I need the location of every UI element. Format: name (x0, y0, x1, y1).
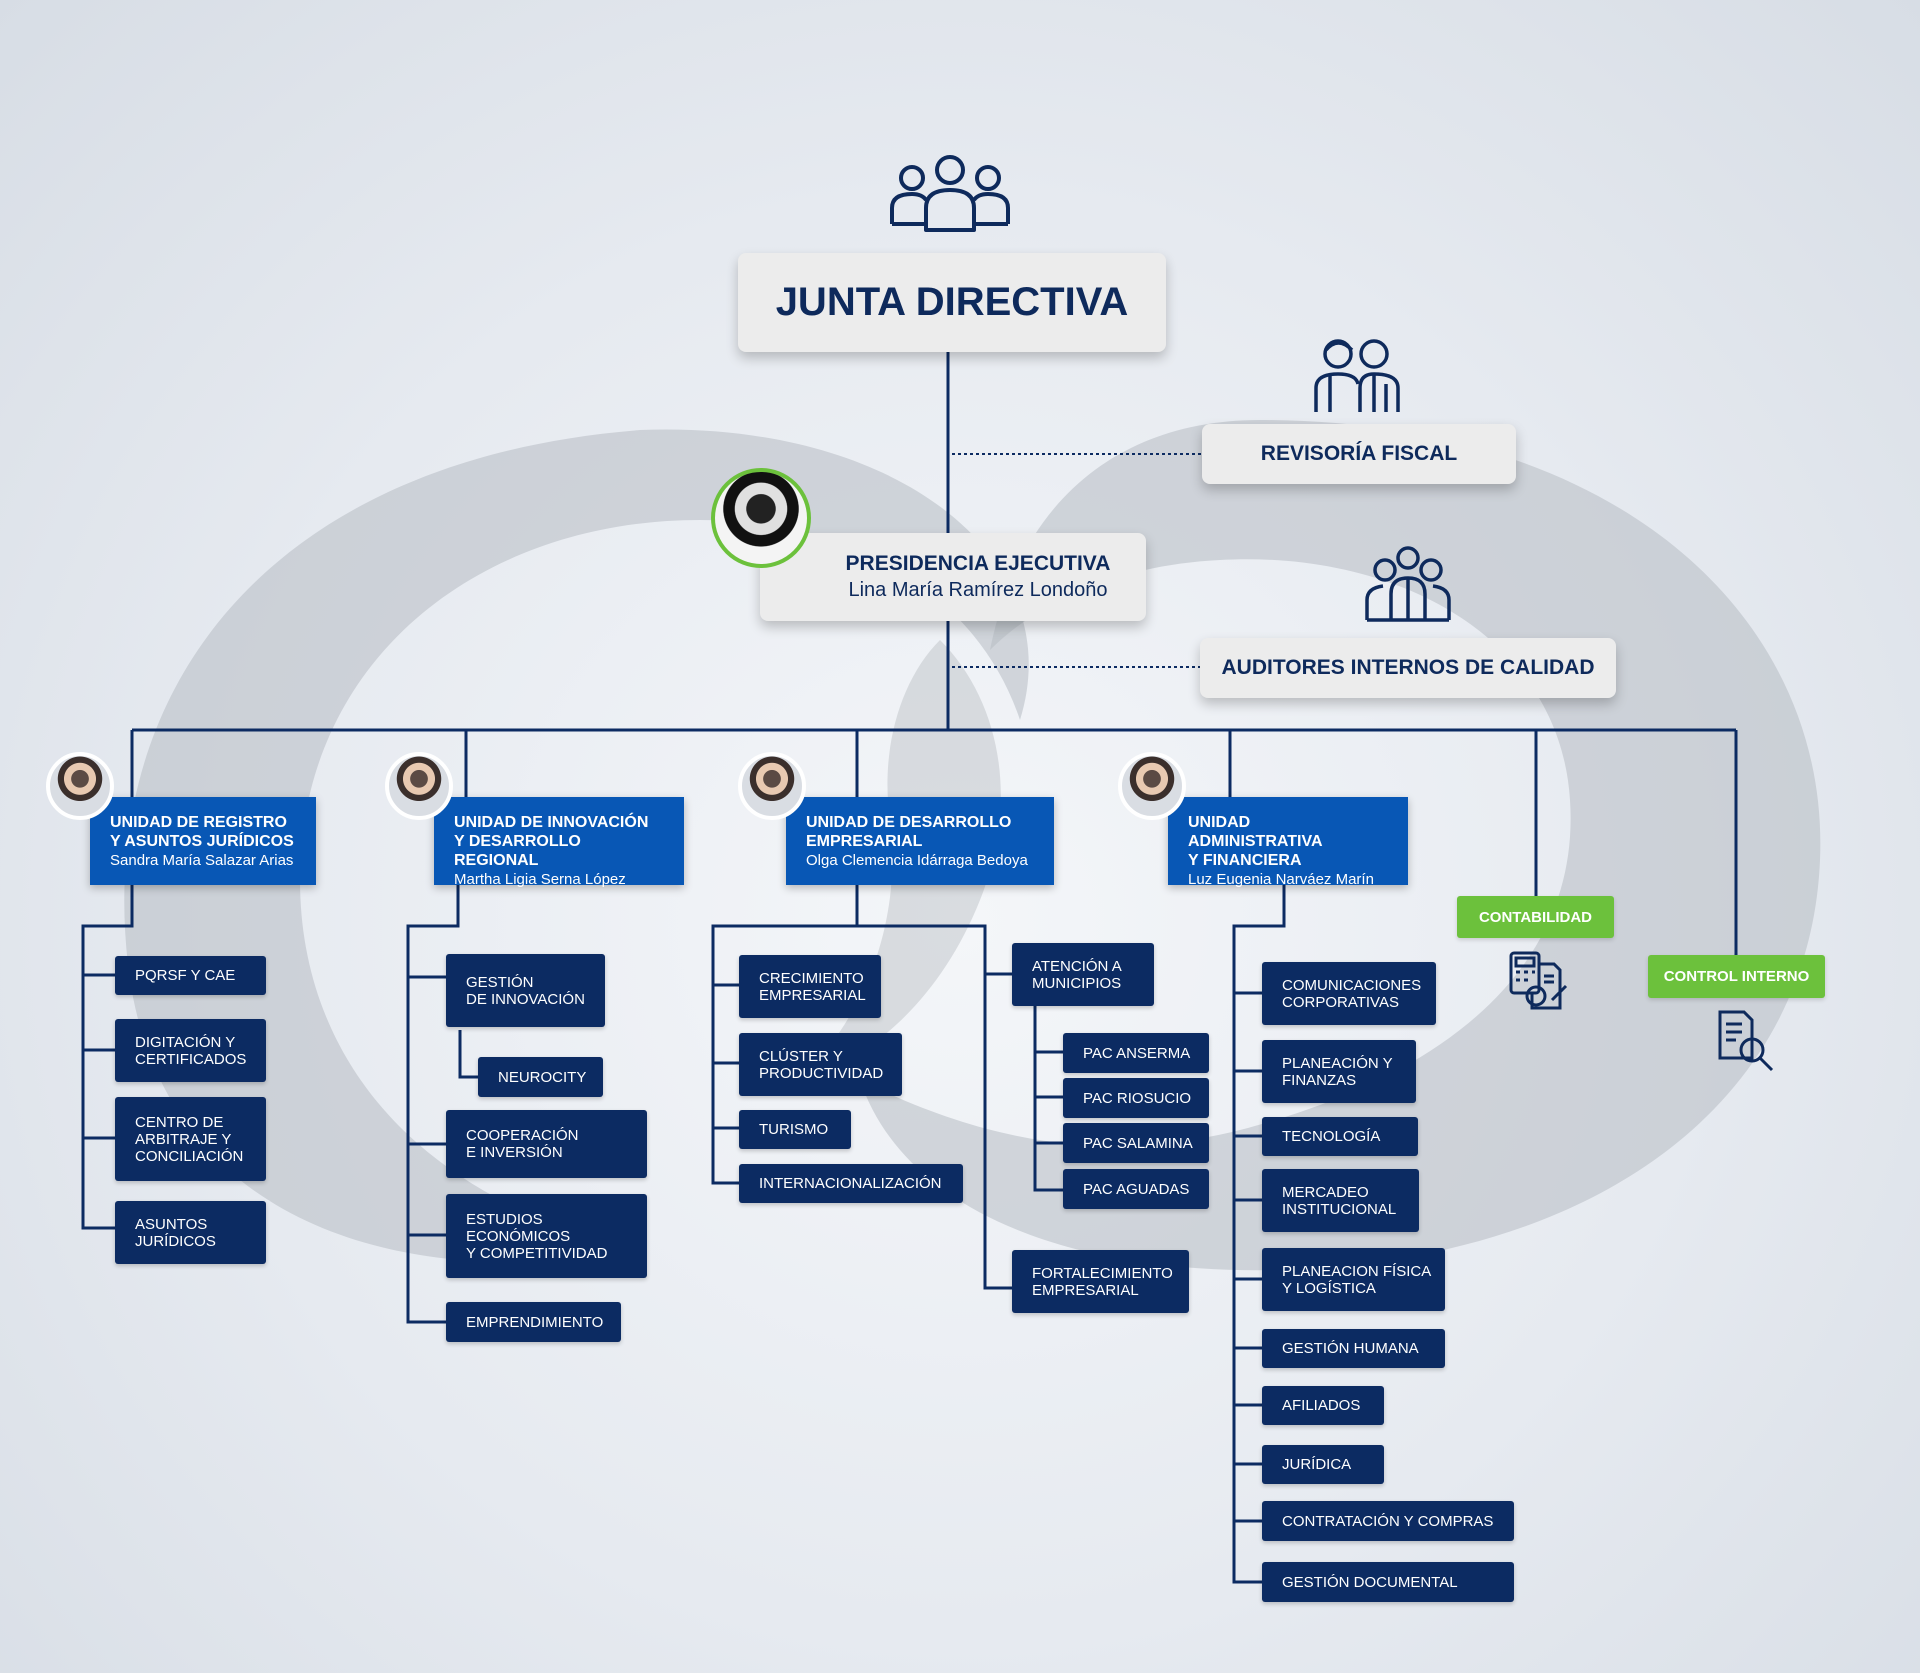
control-interno-box: CONTROL INTERNO (1648, 955, 1825, 998)
admin-item: AFILIADOS (1262, 1386, 1384, 1425)
desarrollo-item: FORTALECIMIENTO EMPRESARIAL (1012, 1250, 1189, 1313)
director-photo (385, 752, 453, 820)
unit-innovacion: Unidad de Innovación Y Desarrollo Region… (434, 797, 684, 888)
unit-title: Unidad de Registro Y Asuntos Jurídicos (110, 814, 294, 850)
admin-item: GESTIÓN HUMANA (1262, 1329, 1445, 1368)
unit-director: Sandra María Salazar Arias (110, 852, 294, 869)
presidencia-title: PRESIDENCIA EJECUTIVA (845, 552, 1111, 575)
contabilidad-label: CONTABILIDAD (1478, 908, 1593, 926)
unit-director: Luz Eugenia Narváez Marín (1188, 871, 1374, 888)
auditores-box: AUDITORES INTERNOS DE CALIDAD (1200, 638, 1616, 698)
registro-item: ASUNTOS JURÍDICOS (115, 1201, 266, 1264)
presidencia-box: PRESIDENCIA EJECUTIVA Lina María Ramírez… (760, 533, 1146, 621)
unit-title: Unidad de Desarrollo Empresarial (806, 814, 1012, 850)
admin-item: JURÍDICA (1262, 1445, 1384, 1484)
unit-title: Unidad de Innovación Y Desarrollo Region… (454, 814, 649, 869)
auditores-label: AUDITORES INTERNOS DE CALIDAD (1221, 656, 1595, 679)
desarrollo-item: PAC ANSERMA (1063, 1033, 1209, 1073)
innovacion-item: NEUROCITY (478, 1057, 603, 1097)
desarrollo-item: CRECIMIENTO EMPRESARIAL (739, 955, 881, 1018)
desarrollo-item: TURISMO (739, 1110, 851, 1149)
admin-item: PLANEACION FÍSICA Y LOGÍSTICA (1262, 1248, 1445, 1311)
junta-directiva-label: JUNTA DIRECTIVA (775, 280, 1129, 324)
director-photo (738, 752, 806, 820)
control-interno-label: CONTROL INTERNO (1663, 968, 1810, 985)
admin-item: COMUNICACIONES CORPORATIVAS (1262, 962, 1436, 1025)
group-icon (890, 155, 1010, 232)
desarrollo-item: PAC RIOSUCIO (1063, 1078, 1209, 1118)
desarrollo-item: INTERNACIONALIZACIÓN (739, 1164, 963, 1203)
auditors-pair-icon (1314, 339, 1400, 412)
registro-item: DIGITACIÓN Y CERTIFICADOS (115, 1019, 266, 1082)
unit-director: Olga Clemencia Idárraga Bedoya (806, 852, 1028, 869)
unit-director: Martha Ligia Serna López (454, 871, 626, 888)
unit-registro: Unidad de Registro Y Asuntos Jurídicos S… (90, 797, 316, 885)
admin-item: MERCADEO INSTITUCIONAL (1262, 1169, 1419, 1232)
contabilidad-box: CONTABILIDAD (1457, 896, 1614, 938)
unit-desarrollo: Unidad de Desarrollo Empresarial Olga Cl… (786, 797, 1054, 885)
registro-item: PQRSF Y CAE (115, 956, 266, 995)
desarrollo-item: PAC AGUADAS (1063, 1169, 1209, 1209)
revisoria-fiscal-box: REVISORÍA FISCAL (1202, 424, 1516, 484)
unit-title: Unidad Administrativa Y Financiera (1188, 814, 1323, 869)
desarrollo-item: CLÚSTER Y PRODUCTIVIDAD (739, 1033, 902, 1096)
revisoria-fiscal-label: REVISORÍA FISCAL (1260, 442, 1458, 465)
admin-item: PLANEACIÓN Y FINANZAS (1262, 1040, 1416, 1103)
innovacion-item: COOPERACIÓN E INVERSIÓN (446, 1110, 647, 1178)
admin-item: GESTIÓN DOCUMENTAL (1262, 1562, 1514, 1602)
director-photo (1118, 752, 1186, 820)
accounting-icon (1509, 951, 1568, 1010)
document-search-icon (1718, 1010, 1774, 1072)
admin-item: CONTRATACIÓN Y COMPRAS (1262, 1501, 1514, 1541)
team-icon (1365, 546, 1451, 622)
admin-item: TECNOLOGÍA (1262, 1117, 1418, 1156)
desarrollo-item: PAC SALAMINA (1063, 1123, 1209, 1163)
innovacion-item: EMPRENDIMIENTO (446, 1302, 621, 1342)
unit-administrativa: Unidad Administrativa Y Financiera Luz E… (1168, 797, 1408, 888)
presidencia-photo (711, 468, 811, 568)
presidencia-name: Lina María Ramírez Londoño (848, 579, 1108, 601)
registro-item: CENTRO DE ARBITRAJE Y CONCILIACIÓN (115, 1097, 266, 1181)
director-photo (46, 752, 114, 820)
innovacion-item: ESTUDIOS ECONÓMICOS Y COMPETITIVIDAD (446, 1194, 647, 1278)
desarrollo-item: ATENCIÓN A MUNICIPIOS (1012, 943, 1154, 1006)
junta-directiva-box: JUNTA DIRECTIVA (738, 253, 1166, 352)
innovacion-item: GESTIÓN DE INNOVACIÓN (446, 954, 605, 1027)
